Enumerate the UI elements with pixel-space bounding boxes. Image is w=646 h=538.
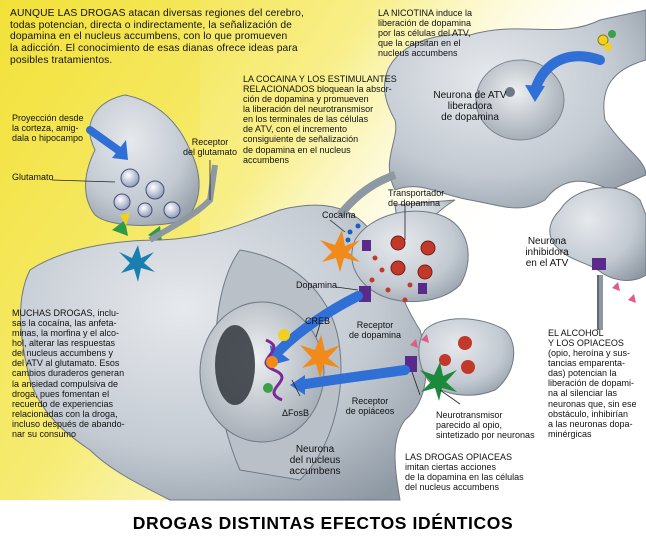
label-opioid-receptor: Receptor de opiáceos: [345, 396, 395, 417]
cocaine-dots: [345, 223, 361, 243]
inhibitory-neuron: [549, 187, 646, 330]
label-cocaine: Cocaína: [322, 210, 356, 220]
leader-lines: [51, 160, 599, 405]
label-neurotransmitter: Neurotransmisor parecido al opio, sintet…: [436, 410, 535, 441]
signal-arrow-2: [295, 365, 410, 390]
label-glutamate: Glutamato: [12, 172, 54, 182]
label-glutamate-receptor: Receptor del glutamato: [182, 137, 238, 158]
label-dopamine-receptor: Receptor de dopamina: [348, 320, 402, 341]
signal-arrow-1: [275, 291, 363, 355]
nicotine-molecule: [597, 30, 616, 51]
label-inhibitory-neuron: Neurona inhibidora en el ATV: [525, 236, 569, 270]
opioid-star: [420, 362, 457, 401]
glutamate-terminal: [85, 94, 200, 226]
label-many-drugs: MUCHAS DROGAS, inclu- sas la cocaína, la…: [12, 308, 125, 439]
label-transporter: Transportador de dopamina: [388, 188, 445, 209]
label-fosb: ΔFosB: [282, 408, 310, 418]
label-nicotine: LA NICOTINA induce la liberación de dopa…: [378, 8, 473, 59]
nicotine-arrow: [530, 51, 605, 95]
vta-terminal: [351, 210, 469, 303]
nucleus-star-orange: [300, 335, 340, 378]
intro-text: AUNQUE LAS DROGAS atacan diversas region…: [10, 8, 304, 66]
cocaine-star: [320, 230, 360, 272]
label-cocaine-stimulants: LA COCAINA Y LOS ESTIMULANTES RELACIONAD…: [243, 74, 397, 165]
label-dopamine: Dopamina: [296, 280, 338, 290]
opioid-triangles: [410, 282, 636, 348]
label-nucleus-neuron: Neurona del nucleus accumbens: [289, 444, 341, 478]
page-title: DROGAS DISTINTAS EFECTOS IDÉNTICOS: [132, 513, 514, 533]
label-opiate-drugs: LAS DROGAS OPIACEAS imitan ciertas accio…: [405, 452, 524, 493]
dopamine-dots: [369, 255, 413, 303]
label-alcohol-opiates: EL ALCOHOL Y LOS OPIACEOS (opio, heroína…: [548, 328, 637, 439]
creb-dna: [263, 329, 290, 402]
glutamate-star: [119, 245, 155, 282]
label-projection: Proyección desde la corteza, amig- dala …: [12, 113, 84, 144]
projection-arrow: [86, 126, 122, 154]
label-creb: CREB: [305, 316, 331, 326]
label-vta-neuron: Neurona de ATV liberadora de dopamina: [433, 90, 507, 124]
